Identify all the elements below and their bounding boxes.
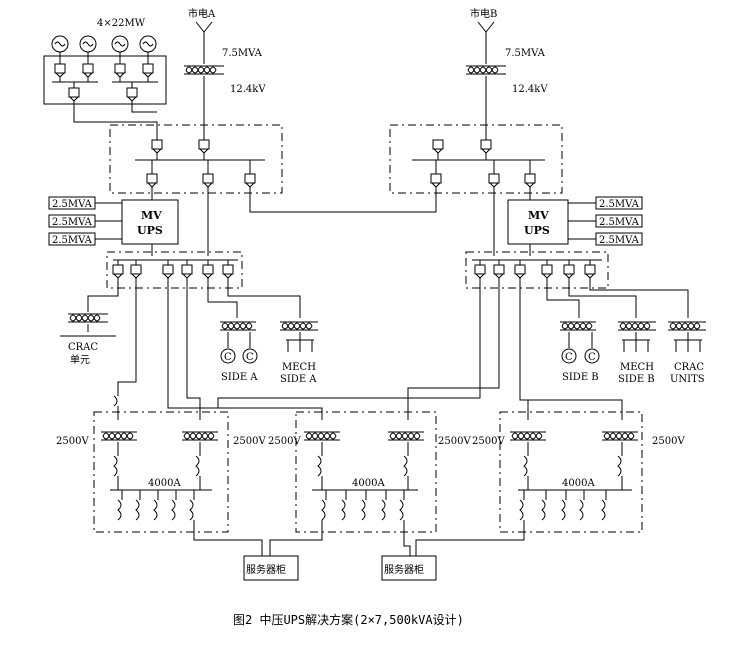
mv-ups-a-label: MV (141, 209, 162, 222)
flywheel-rating: 2.5MVA (52, 235, 93, 246)
transformer-icon (668, 321, 706, 331)
transformer-icon (466, 65, 506, 75)
server-cabinet-label: 服务器柜 (384, 563, 424, 576)
transformer-b-kv: 12.4kV (512, 84, 548, 95)
transformer-icon (68, 313, 108, 323)
crac-units-label: UNITS (670, 374, 705, 385)
mv-switchgear-b (389, 124, 563, 256)
transformer-icon (184, 65, 224, 75)
figure-caption: 图2 中压UPS解决方案(2×7,500kVA设计) (233, 612, 464, 627)
transformer-icon (220, 321, 256, 331)
flywheel-rating: 2.5MVA (52, 199, 93, 210)
feeder-wiring (113, 278, 623, 420)
generator-icon (51, 35, 157, 53)
breaker-icon (54, 63, 154, 78)
breaker-icon (430, 173, 536, 188)
breaker-icon (68, 87, 138, 102)
crac-a-label: 单元 (70, 354, 90, 366)
grid-a-label: 市电A (188, 7, 216, 20)
mv-ups-a: 2.5MVA 2.5MVA 2.5MVA MV UPS (48, 196, 179, 256)
voltage-label: 2500V (438, 436, 471, 447)
mv-ups-b-label: MV (528, 209, 549, 222)
transformer-icon (304, 431, 424, 441)
chiller-icon (220, 348, 258, 364)
amp-label: 4000A (148, 478, 181, 489)
mech-side-a-label: SIDE A (280, 374, 317, 385)
c-symbol: C (246, 352, 254, 363)
flywheel-rating: 2.5MVA (599, 199, 640, 210)
utility-feed-a: 市电A 7.5MVA 12.4kV (184, 7, 266, 140)
distribution-switchgear-b (465, 251, 609, 289)
lv-switchboard-1: 2500V 2500V 4000A (56, 411, 266, 556)
mech-side-b-label: SIDE B (618, 374, 655, 385)
transformer-icon (101, 431, 218, 441)
mech-side-b-label: MECH (620, 362, 654, 373)
breaker-icon (151, 139, 210, 154)
c-symbol: C (588, 352, 596, 363)
lv-switchboard-2: 2500V 2500V 4000A (268, 411, 471, 556)
voltage-label: 2500V (233, 436, 266, 447)
crac-units-b: CRAC UNITS (589, 278, 706, 385)
amp-label: 4000A (562, 478, 595, 489)
flywheel-rating: 2.5MVA (599, 235, 640, 246)
mech-side-a: MECH SIDE A (227, 278, 318, 385)
transformer-a-mva: 7.5MVA (222, 48, 263, 59)
side-b-load: C C SIDE B (546, 278, 600, 383)
flywheel-rating: 2.5MVA (599, 217, 640, 228)
utility-feed-b: 市电B 7.5MVA 12.4kV (466, 7, 548, 140)
transformer-icon (280, 321, 318, 331)
breaker-icon (432, 139, 492, 154)
voltage-label: 2500V (472, 436, 505, 447)
mv-ups-a-label: UPS (137, 224, 163, 237)
mv-ups-b-label: UPS (524, 224, 550, 237)
transformer-a-kv: 12.4kV (230, 84, 266, 95)
side-a-label: SIDE A (221, 372, 258, 383)
transformer-b-mva: 7.5MVA (505, 48, 546, 59)
mv-ups-b: 2.5MVA 2.5MVA 2.5MVA MV UPS (507, 196, 643, 256)
mv-switchgear-a (109, 124, 437, 256)
c-symbol: C (224, 352, 232, 363)
voltage-label: 2500V (268, 436, 301, 447)
transformer-icon (560, 321, 596, 331)
antenna-icon (477, 21, 495, 64)
c-symbol: C (565, 352, 573, 363)
flywheel-rating: 2.5MVA (52, 217, 93, 228)
antenna-icon (195, 21, 213, 64)
distribution-switchgear-a (106, 251, 243, 289)
server-cabinet-2: 服务器柜 (381, 555, 437, 581)
crac-unit-a: CRAC 单元 (60, 278, 119, 366)
voltage-label: 2500V (652, 436, 685, 447)
server-cabinet-1: 服务器柜 (243, 555, 299, 581)
grid-b-label: 市电B (470, 7, 497, 20)
chiller-icon (561, 348, 600, 364)
side-b-label: SIDE B (562, 372, 599, 383)
lv-switchboard-3: 2500V 2500V 4000A (415, 411, 685, 556)
side-a-load: C C SIDE A (207, 278, 258, 383)
generator-block: 4×22MW (43, 18, 167, 140)
amp-label: 4000A (352, 478, 385, 489)
transformer-icon (510, 431, 638, 441)
voltage-label: 2500V (56, 436, 89, 447)
breaker-icon (474, 264, 596, 279)
mech-side-a-label: MECH (282, 362, 316, 373)
crac-units-label: CRAC (674, 362, 704, 373)
transformer-icon (618, 321, 656, 331)
breaker-icon (112, 264, 234, 279)
breaker-icon (146, 173, 256, 188)
generator-enclosure (43, 55, 167, 105)
crac-a-label: CRAC (68, 342, 98, 353)
mech-side-b: MECH SIDE B (568, 278, 656, 385)
generator-rating: 4×22MW (97, 18, 146, 29)
server-cabinet-label: 服务器柜 (246, 563, 286, 576)
